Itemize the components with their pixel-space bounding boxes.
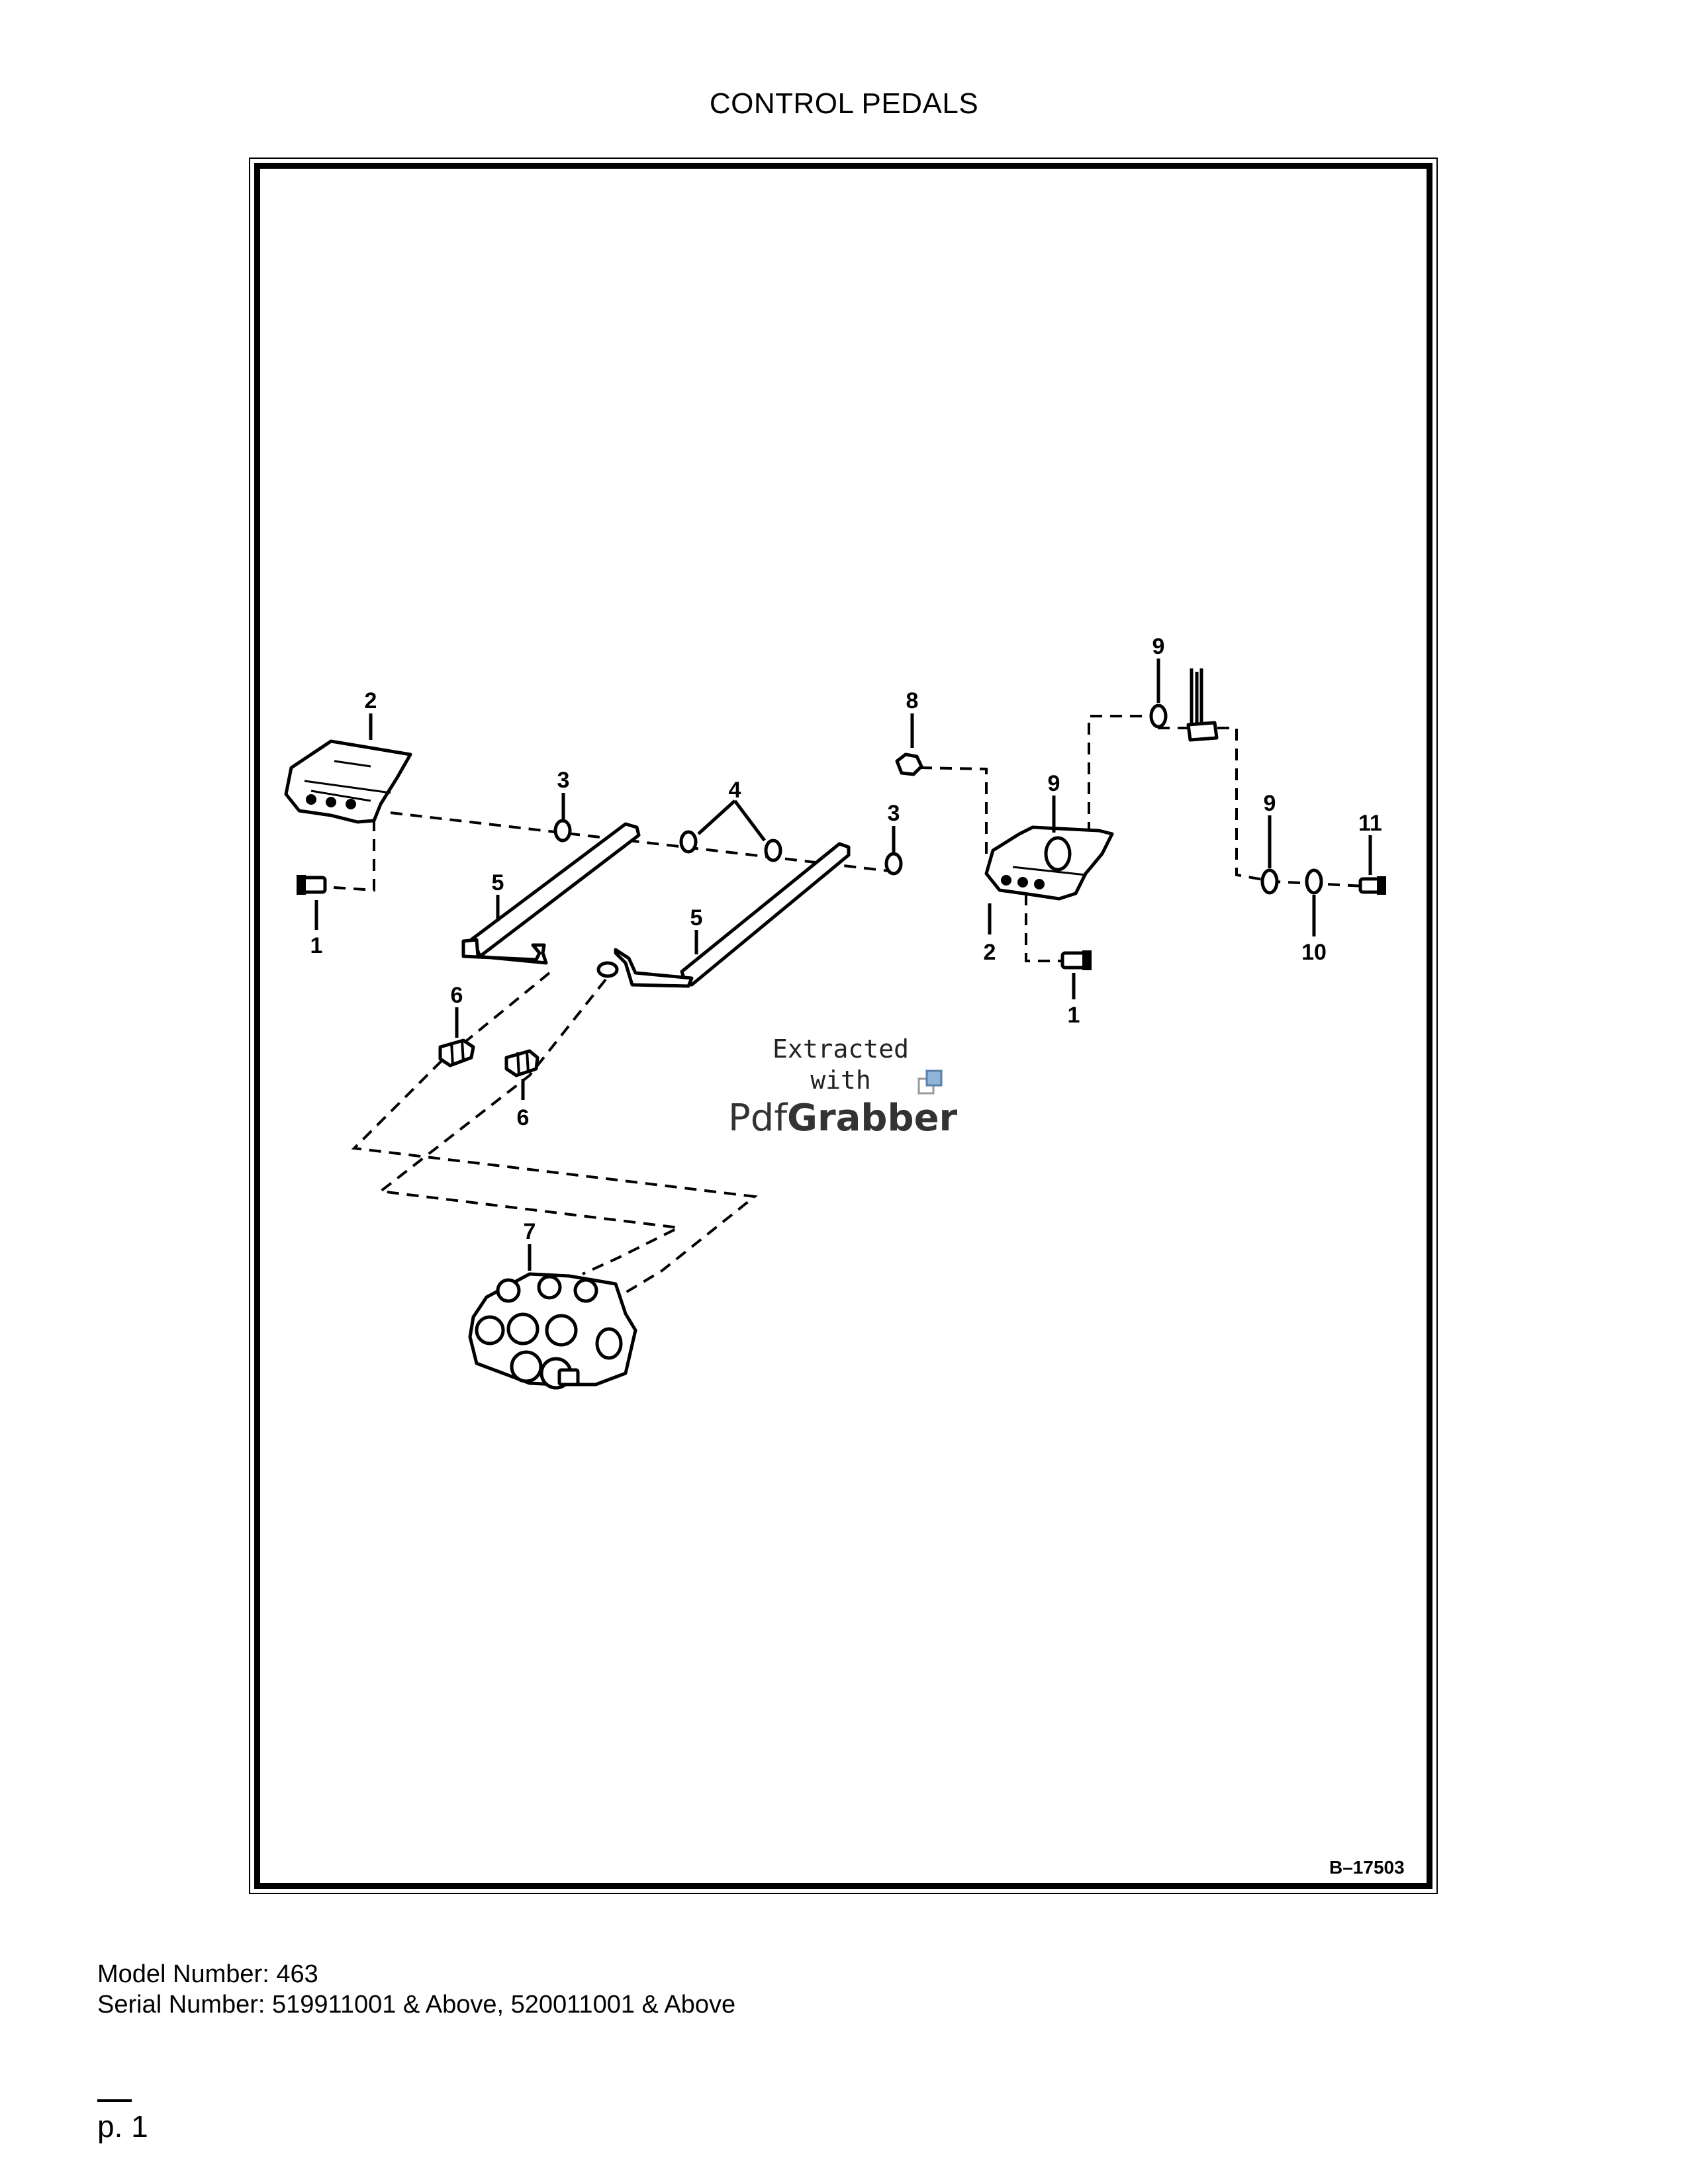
right-pedal xyxy=(984,825,1114,901)
callout-left-bolt: 1 xyxy=(310,933,323,958)
callout-right-pedal: 2 xyxy=(984,940,996,965)
callout-left-link: 5 xyxy=(492,870,504,895)
page-number: p. 1 xyxy=(97,2109,148,2144)
callout-left-pedal: 2 xyxy=(365,688,377,713)
footer-info: Model Number: 463 Serial Number: 5199110… xyxy=(97,1959,735,2020)
callout-washer-mid: 9 xyxy=(1048,771,1060,796)
right-bushing xyxy=(884,852,903,876)
model-number: Model Number: 463 xyxy=(97,1960,318,1988)
left-pedal xyxy=(284,739,412,824)
callout-left-bushing: 3 xyxy=(557,768,570,793)
callout-bolt-11: 11 xyxy=(1358,811,1382,836)
diagram-frame-outer xyxy=(249,158,1438,1894)
spacer-b xyxy=(764,839,782,862)
callout-upper-clevis: 6 xyxy=(451,983,463,1008)
upper-clevis xyxy=(438,1038,475,1068)
top-washer xyxy=(1149,704,1168,729)
watermark-brand-suffix: Grabber xyxy=(787,1097,958,1140)
washer-10 xyxy=(1305,868,1323,895)
serial-number: Serial Number: 519911001 & Above, 520011… xyxy=(97,1991,736,2019)
left-bushing xyxy=(553,819,572,842)
nut xyxy=(895,752,923,776)
watermark-icon xyxy=(917,1069,943,1095)
watermark-line2: with xyxy=(810,1066,871,1095)
watermark-brand: PdfGrabber xyxy=(728,1097,958,1140)
callout-right-bolt: 1 xyxy=(1068,1003,1080,1028)
callout-lower-clevis: 6 xyxy=(517,1105,530,1130)
diagram-frame xyxy=(254,163,1432,1889)
leader-lines xyxy=(314,659,1372,1271)
right-bolt xyxy=(1060,950,1092,970)
callout-right-bushing: 3 xyxy=(888,801,900,826)
right-link xyxy=(596,842,851,988)
callout-nut: 8 xyxy=(906,688,919,713)
callout-valve: 7 xyxy=(524,1219,536,1244)
control-valve xyxy=(468,1272,637,1390)
callout-spacers: 4 xyxy=(729,778,741,803)
lever-bracket xyxy=(1186,668,1219,742)
spacer-a xyxy=(679,830,698,854)
figure-number: B–17503 xyxy=(1329,1857,1405,1878)
callout-right-link: 5 xyxy=(690,905,703,931)
callout-washer-right: 9 xyxy=(1264,791,1276,816)
page-title: CONTROL PEDALS xyxy=(709,87,979,120)
left-bolt xyxy=(297,875,327,895)
watermark-brand-prefix: Pdf xyxy=(728,1097,788,1140)
watermark-line1: Extracted xyxy=(773,1034,909,1064)
callout-washer-10: 10 xyxy=(1301,940,1327,965)
page-rule xyxy=(97,2099,132,2102)
bolt-11 xyxy=(1358,876,1386,895)
lower-clevis xyxy=(504,1049,539,1077)
assembly-dashed-lines xyxy=(324,715,1378,1302)
left-link xyxy=(461,822,641,965)
callout-washer-top: 9 xyxy=(1152,634,1165,659)
right-washer xyxy=(1260,868,1279,895)
pdfgrabber-watermark: Extracted with PdfGrabber xyxy=(728,1034,958,1140)
